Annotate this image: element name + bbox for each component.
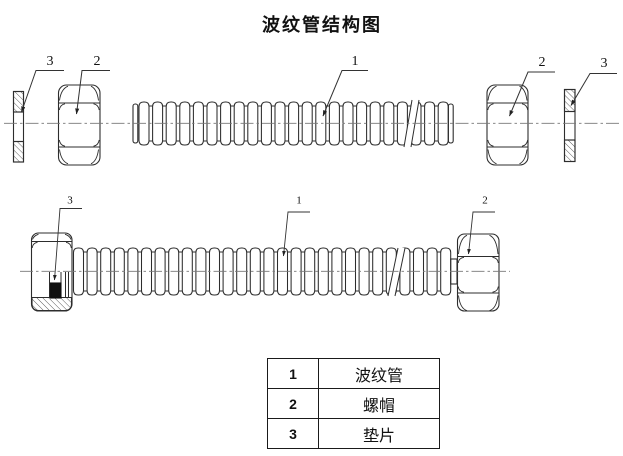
leader-line	[467, 211, 495, 255]
part-name-cell: 螺帽	[318, 388, 440, 419]
part-number-cell: 2	[267, 388, 319, 419]
legend-table: 1 波纹管 2 螺帽 3 垫片	[267, 358, 440, 449]
callout-label-tube: 1	[351, 54, 359, 69]
callout-label-tube-assembled: 1	[296, 194, 302, 207]
gasket-section-filled	[49, 282, 62, 299]
part-name-cell: 垫片	[318, 418, 440, 449]
nut-left-drawing	[57, 84, 101, 166]
leader-line	[75, 70, 110, 115]
gasket-right-drawing	[563, 88, 576, 163]
part-name-cell: 波纹管	[318, 358, 440, 389]
part-number-cell: 1	[267, 358, 319, 389]
nut-right-assembled-drawing	[456, 233, 500, 312]
part-number-cell: 3	[267, 418, 319, 449]
drawing-title: 波纹管结构图	[262, 15, 382, 35]
table-row: 1 波纹管	[267, 358, 440, 389]
leader-line	[53, 208, 82, 281]
callout-label-nut-left: 2	[93, 54, 101, 69]
callout-label-gasket-assembled: 3	[67, 194, 73, 207]
leader-line	[570, 73, 617, 106]
corrugated-tube-bottom-drawing	[72, 247, 458, 297]
leader-line	[21, 70, 64, 113]
nut-left-section-drawing	[30, 232, 73, 312]
assembled-view	[30, 232, 500, 312]
callout-label-nut-right: 2	[538, 55, 546, 70]
callout-label-gasket-left: 3	[46, 54, 54, 69]
callout-label-gasket-right: 3	[600, 56, 608, 71]
table-row: 2 螺帽	[267, 388, 440, 419]
table-row: 3 垫片	[267, 418, 440, 449]
leader-line	[282, 211, 310, 257]
exploded-view	[12, 84, 576, 166]
exploded-view-leaders	[21, 70, 617, 117]
leader-line	[322, 70, 368, 117]
leader-line	[509, 71, 555, 117]
callout-label-nut-assembled: 2	[482, 194, 488, 207]
gasket-left-drawing	[12, 90, 25, 163]
assembled-view-leaders	[53, 208, 495, 281]
nut-right-drawing	[486, 84, 529, 166]
